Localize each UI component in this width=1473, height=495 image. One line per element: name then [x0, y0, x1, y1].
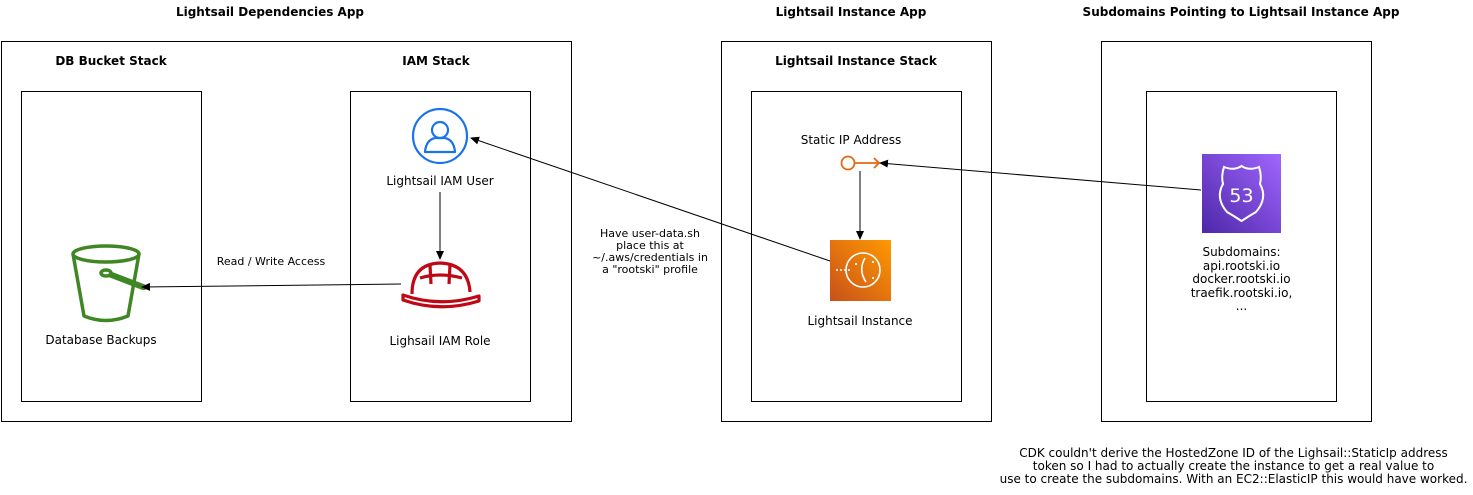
read-write-edge-label: Read / Write Access	[216, 255, 326, 268]
app-title-instance: Lightsail Instance App	[775, 5, 927, 19]
footnote: CDK couldn't derive the HostedZone ID of…	[996, 447, 1471, 486]
subdomains-line: api.rootski.io	[1202, 258, 1281, 273]
static-ip-label: Static IP Address	[800, 133, 902, 147]
subdomains-label: Subdomains: api.rootski.io docker.rootsk…	[1171, 245, 1312, 314]
stack-title-db-bucket: DB Bucket Stack	[55, 54, 167, 68]
user-icon	[411, 107, 471, 165]
stack-title-iam: IAM Stack	[402, 54, 470, 68]
footnote-line: use to create the subdomains. With an EC…	[999, 472, 1468, 486]
arrow-instance-to-user	[470, 136, 831, 262]
stack-title-instance: Lightsail Instance Stack	[775, 54, 937, 68]
subdomains-line: traefik.rootski.io,	[1190, 285, 1293, 300]
user-data-line: Have user-data.sh	[599, 227, 701, 240]
subdomains-line: Subdomains:	[1202, 245, 1281, 259]
iam-role-label: Lighsail IAM Role	[389, 334, 491, 348]
key-icon	[839, 154, 883, 172]
arrow-role-to-bucket	[141, 282, 402, 291]
arrow-route53-to-ip	[879, 159, 1202, 191]
footnote-line: token so I had to actually create the in…	[1032, 459, 1435, 473]
subdomains-box	[1146, 91, 1337, 402]
database-backups-label: Database Backups	[45, 333, 157, 347]
app-title-subdomains: Subdomains Pointing to Lightsail Instanc…	[1082, 5, 1400, 19]
user-data-line: a "rootski" profile	[602, 263, 698, 276]
iam-user-label: Lightsail IAM User	[386, 174, 494, 188]
user-data-line: place this at	[616, 239, 684, 252]
route53-badge-text: 53	[1229, 185, 1253, 207]
route53-icon: 53	[1202, 154, 1281, 233]
hardhat-icon	[400, 258, 482, 310]
subdomains-line: ...	[1235, 299, 1248, 313]
lightsail-instance-label: Lightsail Instance	[807, 314, 913, 328]
user-data-line: ~/.aws/credentials in	[592, 251, 708, 264]
lightsail-icon	[830, 240, 891, 301]
footnote-line: CDK couldn't derive the HostedZone ID of…	[1019, 446, 1448, 460]
app-title-dependencies: Lightsail Dependencies App	[175, 5, 365, 19]
user-data-edge-label: Have user-data.sh place this at ~/.aws/c…	[580, 228, 720, 276]
subdomains-line: docker.rootski.io	[1192, 272, 1291, 286]
